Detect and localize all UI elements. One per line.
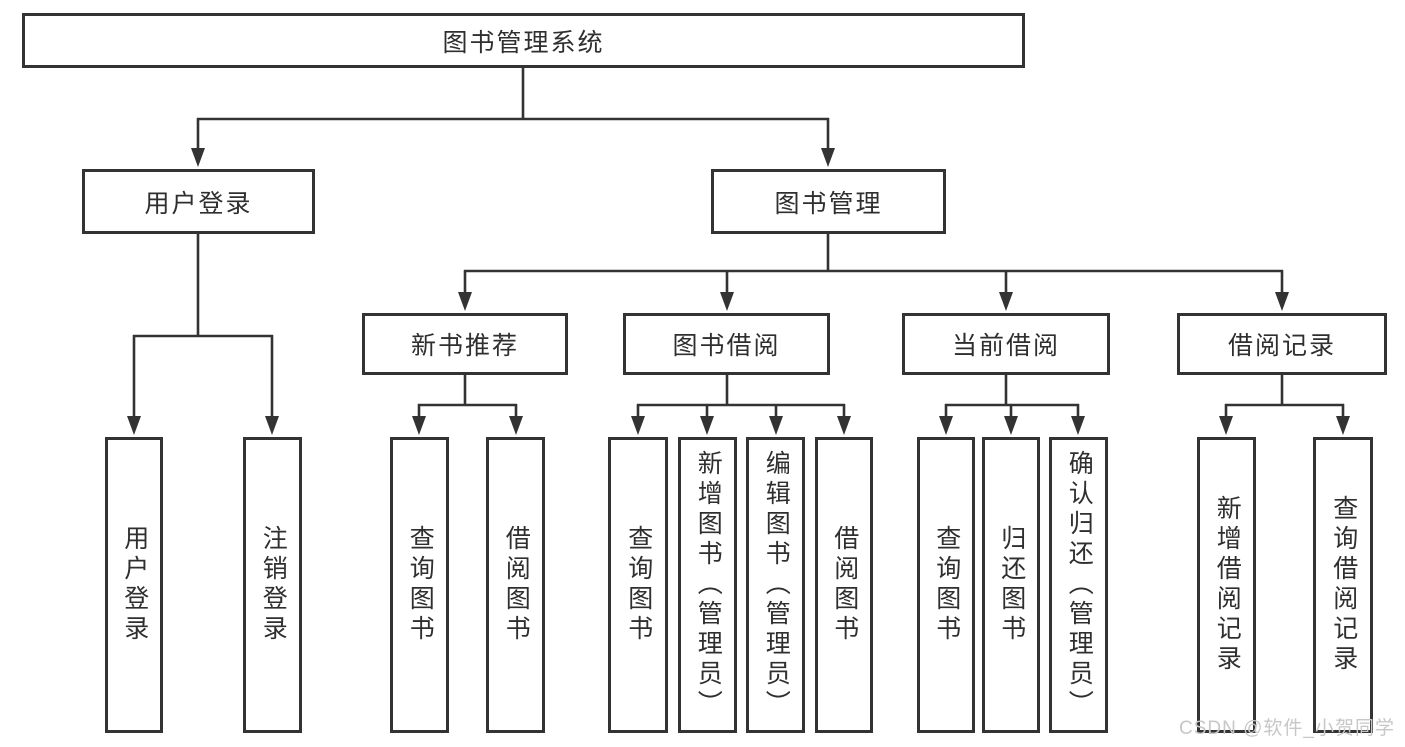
node-book-management: 图书管理 [711, 169, 946, 234]
connector-book-borrow-to-leaves [631, 375, 851, 435]
leaf-confirm-return-admin: 确认归还（管理员） [1049, 437, 1108, 733]
leaf-user-login: 用户登录 [105, 437, 163, 733]
leaf-return-book-label: 归还图书 [997, 525, 1026, 645]
leaf-query-book-borrowing: 查询图书 [608, 437, 668, 733]
leaf-add-borrow-record-label: 新增借阅记录 [1213, 495, 1242, 675]
leaf-borrow-book-recommend: 借阅图书 [486, 437, 545, 733]
node-borrowing-records: 借阅记录 [1177, 313, 1387, 375]
leaf-query-book-borrowing-label: 查询图书 [624, 525, 653, 645]
node-new-book-recommend: 新书推荐 [362, 313, 568, 375]
node-user-login: 用户登录 [82, 169, 315, 234]
leaf-query-borrow-record: 查询借阅记录 [1313, 437, 1373, 733]
node-current-borrowing-label: 当前借阅 [951, 332, 1060, 360]
node-user-login-label: 用户登录 [144, 189, 253, 218]
leaf-logout: 注销登录 [243, 437, 302, 733]
connector-root-to-level2 [191, 68, 835, 167]
leaf-logout-label: 注销登录 [259, 525, 288, 645]
leaf-add-book-admin-label: 新增图书（管理员） [694, 450, 723, 720]
leaf-query-book-recommend: 查询图书 [390, 437, 449, 733]
node-book-borrowing: 图书借阅 [623, 313, 830, 375]
leaf-confirm-return-admin-label: 确认归还（管理员） [1065, 450, 1094, 720]
leaf-borrow-book-borrowing-label: 借阅图书 [830, 525, 859, 645]
node-borrowing-records-label: 借阅记录 [1227, 332, 1336, 360]
node-book-borrowing-label: 图书借阅 [672, 332, 781, 360]
connector-book-mgmt-to-level3 [458, 234, 1289, 311]
leaf-edit-book-admin-label: 编辑图书（管理员） [762, 450, 791, 720]
leaf-return-book: 归还图书 [982, 437, 1040, 733]
node-book-management-label: 图书管理 [774, 189, 883, 218]
connector-new-book-rec-to-leaves [412, 375, 523, 435]
node-new-book-recommend-label: 新书推荐 [410, 332, 519, 360]
leaf-borrow-book-borrowing: 借阅图书 [815, 437, 873, 733]
leaf-query-book-current-label: 查询图书 [932, 525, 961, 645]
connector-borrow-record-to-leaves [1219, 375, 1350, 435]
node-root-book-management-system: 图书管理系统 [22, 13, 1025, 68]
csdn-watermark: CSDN @软件_小贺同学 [1179, 718, 1395, 739]
connector-current-borrow-to-leaves [939, 375, 1085, 435]
leaf-query-book-current: 查询图书 [917, 437, 975, 733]
node-current-borrowing: 当前借阅 [902, 313, 1110, 375]
node-root-label: 图书管理系统 [442, 28, 605, 57]
leaf-query-book-recommend-label: 查询图书 [406, 525, 435, 645]
connector-user-login-to-leaves [127, 234, 279, 435]
leaf-add-book-admin: 新增图书（管理员） [678, 437, 737, 733]
leaf-add-borrow-record: 新增借阅记录 [1197, 437, 1256, 733]
leaf-edit-book-admin: 编辑图书（管理员） [746, 437, 805, 733]
leaf-query-borrow-record-label: 查询借阅记录 [1329, 495, 1358, 675]
leaf-borrow-book-recommend-label: 借阅图书 [502, 525, 531, 645]
leaf-user-login-label: 用户登录 [120, 525, 149, 645]
